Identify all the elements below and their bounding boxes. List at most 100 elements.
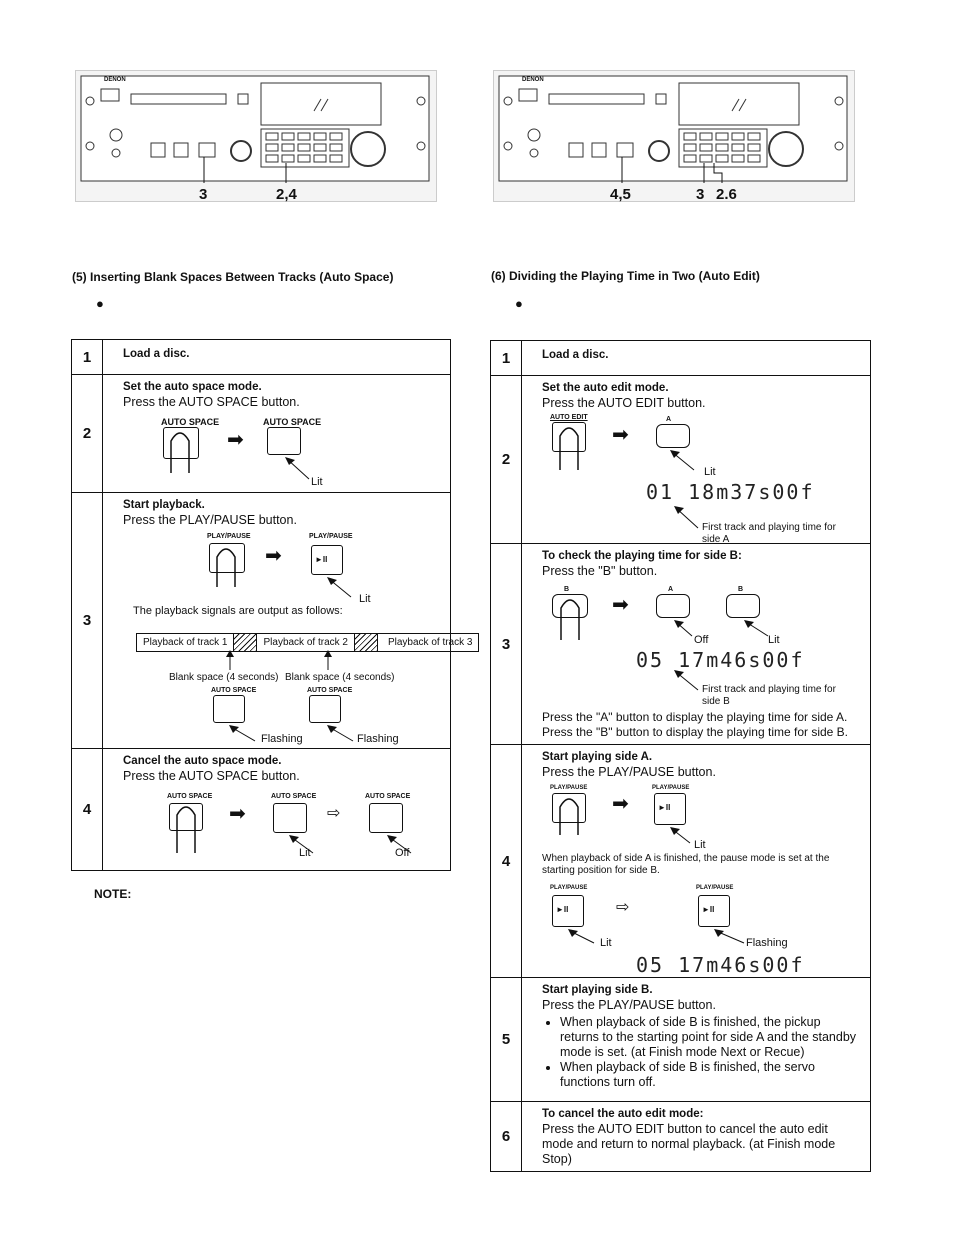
a-button <box>656 594 690 618</box>
step-row: 2 Set the auto edit mode. Press the AUTO… <box>490 375 871 545</box>
auto-space-label: AUTO SPACE <box>271 793 317 800</box>
bullet-dot: ● <box>96 296 104 311</box>
step-text: Press the AUTO SPACE button. <box>123 769 300 783</box>
step-number: 2 <box>490 375 522 544</box>
step-row: 2 Set the auto space mode. Press the AUT… <box>71 374 451 493</box>
step-text: Press the PLAY/PAUSE button. <box>542 765 716 779</box>
then-arrow-icon: ⇨ <box>616 899 630 916</box>
auto-space-label: AUTO SPACE <box>211 687 257 694</box>
step-number: 4 <box>490 744 522 978</box>
callout-right-4-5: 4,5 <box>610 186 631 203</box>
blank-space-segment <box>353 634 378 651</box>
step-heading: Start playing side B. <box>542 984 653 996</box>
side-a-finish-note: When playback of side A is finished, the… <box>542 853 830 876</box>
step-row: 1 Load a disc. <box>490 340 871 376</box>
pointer-arrow-icon <box>674 506 699 529</box>
right-arrow-icon: ➡ <box>229 803 246 825</box>
list-item: When playback of side B is finished, the… <box>560 1060 862 1090</box>
device-panel-right: DENON <box>493 70 855 202</box>
auto-space-button <box>309 695 341 723</box>
pointer-arrow-icon <box>674 670 699 691</box>
bullet-dot: ● <box>515 296 523 311</box>
lit-label: Lit <box>299 847 311 859</box>
playback-sequence-bar: Playback of track 1 Playback of track 2 … <box>136 633 480 652</box>
step-number: 1 <box>490 340 522 376</box>
pointer-arrow-icon <box>674 620 693 637</box>
then-arrow-icon: ⇨ <box>327 805 341 822</box>
auto-edit-button-pressed <box>552 422 586 452</box>
callout-right-3: 3 <box>696 186 705 203</box>
up-arrow-icon <box>324 650 332 670</box>
finger-icon <box>560 599 580 640</box>
step-text: Press the PLAY/PAUSE button. <box>123 513 297 527</box>
auto-space-label: AUTO SPACE <box>167 793 213 800</box>
step-text: Press the AUTO SPACE button. <box>123 395 300 409</box>
step-row: 3 Start playback. Press the PLAY/PAUSE b… <box>71 492 480 749</box>
step-heading: Start playing side A. <box>542 751 653 763</box>
lit-label: Lit <box>600 937 612 949</box>
step-number: 3 <box>490 543 522 745</box>
step-number: 1 <box>71 339 103 375</box>
pointer-arrow-icon <box>289 835 314 854</box>
lit-label: Lit <box>694 839 706 851</box>
play-pause-button-pressed <box>552 793 586 823</box>
output-description: The playback signals are output as follo… <box>133 605 343 617</box>
step-row: 3 To check the playing time for side B: … <box>490 543 871 745</box>
lit-label: Lit <box>311 476 323 488</box>
lit-label: Lit <box>768 634 780 646</box>
button-label: PLAY/PAUSE <box>550 785 588 791</box>
step-text: Press the PLAY/PAUSE button. <box>542 998 716 1012</box>
track-2-segment: Playback of track 2 <box>263 637 348 648</box>
right-arrow-icon: ➡ <box>612 424 629 446</box>
button-a-label: A <box>666 416 672 423</box>
time-display: 05 17m46s00f <box>636 648 805 672</box>
step-row: 4 Cancel the auto space mode. Press the … <box>71 748 451 871</box>
button-label: AUTO EDIT <box>550 414 588 421</box>
right-arrow-icon: ➡ <box>612 793 629 815</box>
button-b-label: B <box>564 586 570 593</box>
blank-space-segment <box>233 634 258 651</box>
auto-edit-steps-table: 1 Load a disc. 2 Set the auto edit mode.… <box>490 340 871 1172</box>
blank-space-label-1: Blank space (4 seconds) <box>169 672 279 683</box>
brand-logo: DENON <box>522 77 544 83</box>
step-row: 1 Load a disc. <box>71 339 451 375</box>
a-button <box>656 424 690 448</box>
brand-logo: DENON <box>104 77 126 83</box>
pointer-arrow-icon <box>327 577 352 598</box>
note-label: NOTE: <box>94 887 132 901</box>
button-label: PLAY/PAUSE <box>207 533 251 540</box>
cd-player-front-illustration <box>80 75 430 183</box>
button-label: PLAY/PAUSE <box>550 885 588 891</box>
pointer-arrow-icon <box>714 929 745 944</box>
pointer-arrow-icon <box>229 725 256 742</box>
b-button <box>726 594 760 618</box>
side-b-instruction: Press the "B" button to display the play… <box>542 725 849 739</box>
list-item: When playback of side B is finished, the… <box>560 1015 862 1060</box>
track-1-segment: Playback of track 1 <box>143 637 228 648</box>
lit-label: Lit <box>704 466 716 478</box>
auto-space-button <box>267 427 301 455</box>
lit-label: Lit <box>359 593 371 605</box>
pointer-arrow-icon <box>285 457 310 480</box>
step-heading: Set the auto space mode. <box>123 381 262 393</box>
play-pause-button: ►II <box>552 895 584 927</box>
button-a-label: A <box>668 586 674 593</box>
finger-icon <box>170 432 190 473</box>
play-pause-button-pressed <box>209 543 245 573</box>
step-text: Press the "B" button. <box>542 564 658 578</box>
auto-space-button <box>369 803 403 833</box>
pointer-arrow-icon <box>387 835 412 854</box>
flashing-label-1: Flashing <box>261 733 303 745</box>
off-label: Off <box>694 634 709 646</box>
track-3-segment: Playback of track 3 <box>387 637 473 648</box>
step-heading: Load a disc. <box>123 348 190 360</box>
auto-space-button <box>273 803 307 833</box>
callout-left-2-4: 2,4 <box>276 186 297 203</box>
finger-icon <box>216 548 236 587</box>
finger-icon <box>559 798 579 835</box>
step-number: 5 <box>490 977 522 1102</box>
display-caption: First track and playing time for side A <box>702 522 836 545</box>
bullet-list: When playback of side B is finished, the… <box>542 1015 862 1090</box>
play-pause-button: ►II <box>311 545 343 575</box>
pointer-arrow-icon <box>327 725 354 742</box>
